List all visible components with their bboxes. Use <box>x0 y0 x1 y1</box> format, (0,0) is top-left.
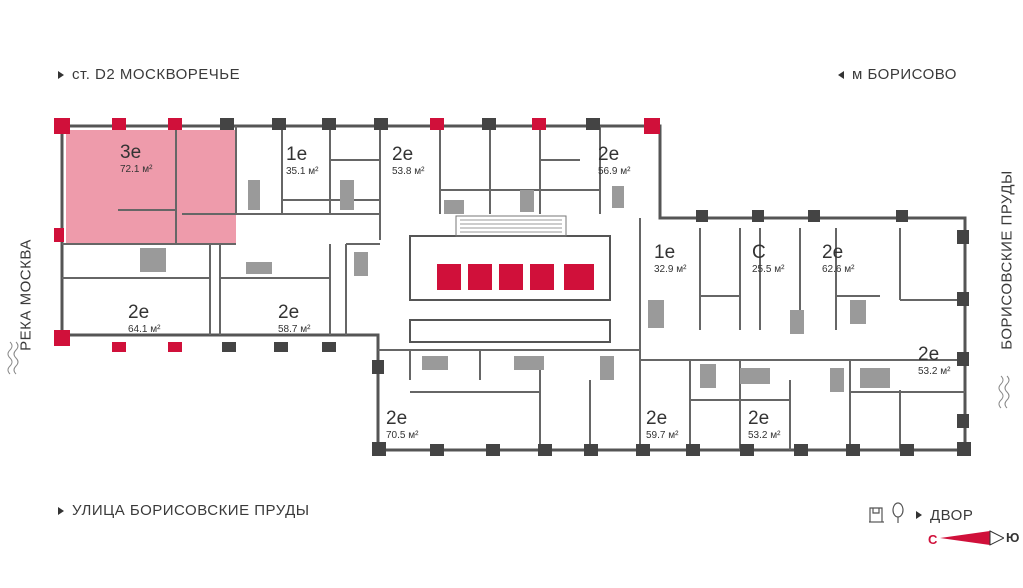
apt-a7-area: 32.9 м² <box>654 264 687 275</box>
apt-a3-type: 2е <box>392 144 413 165</box>
apt-a12-type: 2е <box>646 408 667 429</box>
apt-a5-type: 2е <box>128 302 149 323</box>
apt-a1-area: 72.1 м² <box>120 164 153 175</box>
arrow-right-icon <box>916 511 922 519</box>
elevator-1 <box>437 264 461 290</box>
apt-a11-type: 2е <box>386 408 407 429</box>
interior-walls <box>62 126 965 450</box>
apt-a9-area: 62.6 м² <box>822 264 855 275</box>
apt-a2-type: 1е <box>286 144 307 165</box>
apt-a6-type: 2е <box>278 302 299 323</box>
elevator-4 <box>530 264 554 290</box>
apt-a9-type: 2е <box>822 242 843 263</box>
waves-icon <box>997 374 1013 417</box>
apt-a4-type: 2е <box>598 144 619 165</box>
apt-a8-area: 25.5 м² <box>752 264 785 275</box>
compass-north: С <box>928 532 938 547</box>
arrow-right-icon <box>58 70 64 79</box>
arrow-right-icon <box>58 506 64 515</box>
label-metro-text: м БОРИСОВО <box>852 66 957 83</box>
fixtures <box>140 180 890 392</box>
label-street-text: УЛИЦА БОРИСОВСКИЕ ПРУДЫ <box>72 502 310 519</box>
apt-a13-area: 53.2 м² <box>748 430 781 441</box>
apt-a13-type: 2е <box>748 408 769 429</box>
compass-arrow-icon <box>940 530 1004 546</box>
label-station-text: ст. D2 МОСКВОРЕЧЬЕ <box>72 66 241 83</box>
waves-icon <box>6 340 22 383</box>
apt-a1-type: 3е <box>120 142 141 163</box>
elevator-2 <box>468 264 492 290</box>
apt-a7-type: 1е <box>654 242 675 263</box>
apt-a10-type: 2е <box>918 344 939 365</box>
label-station: ст. D2 МОСКВОРЕЧЬЕ <box>58 66 240 83</box>
columns-dark <box>220 118 971 456</box>
playground-icon <box>868 502 908 528</box>
apt-a8-type: С <box>752 242 766 263</box>
building-core <box>409 215 611 343</box>
arrow-left-icon <box>838 70 844 79</box>
apt-a4-area: 56.9 м² <box>598 166 631 177</box>
apt-a11-area: 70.5 м² <box>386 430 419 441</box>
elevator-3 <box>499 264 523 290</box>
compass-south: Ю <box>1006 530 1020 545</box>
elevator-5 <box>564 264 594 290</box>
apartment-labels: 3е 72.1 м² 1е 35.1 м² 2е 53.8 м² 2е 56.9… <box>120 142 951 441</box>
label-metro: м БОРИСОВО <box>838 66 957 83</box>
apt-a2-area: 35.1 м² <box>286 166 319 177</box>
apartment-highlight[interactable] <box>66 130 236 244</box>
columns-red <box>54 118 660 352</box>
apt-a12-area: 59.7 м² <box>646 430 679 441</box>
apt-a5-area: 64.1 м² <box>128 324 161 335</box>
label-street: УЛИЦА БОРИСОВСКИЕ ПРУДЫ <box>58 502 310 519</box>
apt-a3-area: 53.8 м² <box>392 166 425 177</box>
apt-a10-area: 53.2 м² <box>918 366 951 377</box>
label-yard: ДВОР <box>868 502 973 528</box>
apt-a6-area: 58.7 м² <box>278 324 311 335</box>
label-yard-text: ДВОР <box>930 506 974 524</box>
compass: С Ю <box>928 526 1020 552</box>
